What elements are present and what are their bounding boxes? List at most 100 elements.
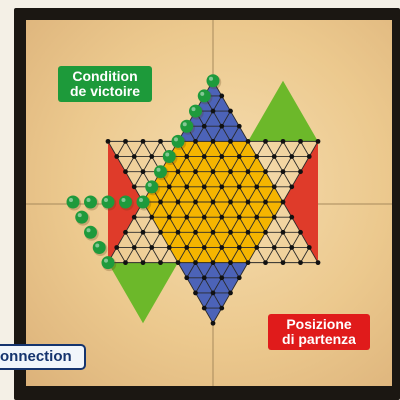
- grid-line: [273, 247, 284, 263]
- green-marble: [101, 256, 115, 270]
- marble-highlight: [147, 182, 152, 187]
- grid-line: [282, 216, 293, 233]
- grid-line: [221, 232, 231, 248]
- board-hole: [114, 154, 120, 159]
- board-hole: [245, 138, 251, 144]
- grid-line: [203, 247, 214, 263]
- grid-line: [247, 247, 258, 263]
- grid-line: [168, 232, 179, 248]
- grid-line: [273, 171, 284, 188]
- grid-line: [238, 201, 249, 218]
- board-hole: [228, 260, 233, 266]
- board-hole: [158, 199, 163, 205]
- grid-line: [195, 171, 205, 188]
- grid-line: [177, 186, 188, 203]
- grid-line: [186, 262, 196, 279]
- board-hole: [228, 290, 233, 296]
- grid-line: [265, 156, 275, 172]
- board-hole: [210, 290, 216, 296]
- board-hole: [201, 123, 207, 129]
- marble-highlight: [104, 258, 108, 263]
- board-hole: [254, 214, 260, 220]
- board-hole: [236, 214, 242, 220]
- grid-line: [133, 232, 144, 248]
- grid-line: [186, 232, 196, 248]
- grid-line: [195, 186, 205, 203]
- green-marble: [171, 134, 185, 148]
- grid-line: [195, 262, 205, 279]
- grid-line: [168, 186, 179, 203]
- board-hole: [315, 138, 321, 144]
- marble-highlight: [95, 243, 100, 248]
- board-hole: [131, 184, 137, 190]
- grid-line: [142, 156, 153, 172]
- board-hole: [271, 184, 277, 190]
- grid-line: [203, 125, 214, 142]
- grid-line: [142, 141, 153, 157]
- board-hole: [131, 154, 137, 159]
- board-hole: [184, 184, 190, 190]
- board-hole: [219, 123, 225, 129]
- board-hole: [201, 275, 207, 281]
- grid-line: [256, 141, 266, 157]
- grid-line: [195, 156, 205, 172]
- grid-line: [107, 141, 118, 157]
- grid-line: [247, 201, 258, 218]
- board-hole: [210, 260, 216, 266]
- grid-line: [160, 247, 170, 263]
- marble-highlight: [139, 198, 143, 202]
- grid-line: [282, 201, 293, 218]
- board-hole: [123, 260, 128, 266]
- grid-line: [212, 307, 223, 324]
- grid-line: [133, 141, 144, 157]
- grid-line: [151, 201, 161, 218]
- grid-line: [273, 141, 284, 157]
- grid-line: [186, 156, 196, 172]
- grid-line: [142, 232, 153, 248]
- grid-line: [116, 232, 126, 248]
- board-hole: [289, 214, 295, 220]
- grid-line: [133, 216, 144, 233]
- board-hole: [175, 169, 181, 175]
- grid-line: [291, 156, 301, 172]
- grid-line: [247, 156, 258, 172]
- green-marble: [101, 195, 115, 209]
- grid-line: [273, 232, 284, 248]
- grid-line: [133, 156, 144, 172]
- grid-line: [142, 216, 153, 233]
- green-marble: [206, 74, 220, 88]
- grid-line: [160, 186, 170, 203]
- connection-tab[interactable]: onnection: [0, 344, 86, 370]
- marble-highlight: [69, 198, 73, 202]
- grid-line: [308, 141, 319, 157]
- board-hole: [280, 138, 286, 144]
- grid-line: [203, 232, 214, 248]
- green-marble: [189, 104, 202, 118]
- grid-line: [125, 171, 135, 188]
- board-hole: [271, 214, 277, 220]
- board-hole: [245, 229, 251, 235]
- marble-highlight: [182, 122, 187, 127]
- grid-line: [247, 186, 258, 203]
- grid-line: [168, 171, 179, 188]
- grid-line: [256, 201, 266, 218]
- grid-line: [203, 186, 214, 203]
- board-hole: [219, 305, 225, 311]
- board-hole: [210, 199, 216, 205]
- grid-line: [238, 216, 249, 233]
- grid-line: [230, 171, 240, 188]
- board-hole: [219, 245, 225, 250]
- grid-line: [282, 171, 293, 188]
- grid-line: [238, 171, 249, 188]
- grid-line: [212, 277, 223, 294]
- grid-line: [203, 277, 214, 294]
- board-hole: [184, 154, 190, 159]
- grid-line: [273, 186, 284, 203]
- grid-line: [160, 232, 170, 248]
- board-hole: [289, 245, 295, 250]
- board-hole: [236, 245, 242, 250]
- marble-highlight: [121, 198, 126, 202]
- grid-line: [151, 141, 161, 157]
- grid-line: [221, 292, 231, 309]
